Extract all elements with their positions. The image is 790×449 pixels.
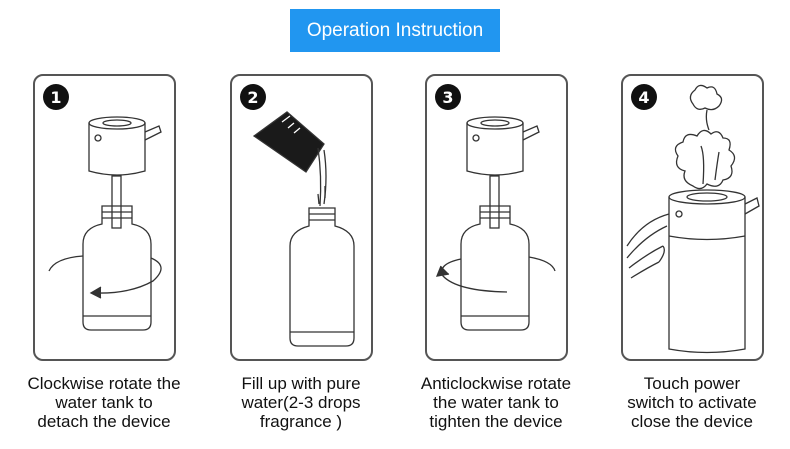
step-3-panel: 3 xyxy=(425,74,568,361)
step-2-caption: Fill up with pure water(2-3 drops fragra… xyxy=(241,374,361,431)
step-number-badge: 2 xyxy=(240,84,266,110)
rotate-anticlockwise-icon xyxy=(435,116,556,331)
step-1-caption: Clockwise rotate the water tank to detac… xyxy=(27,374,181,431)
rotate-clockwise-icon xyxy=(48,116,162,331)
operation-instruction-title: Operation Instruction xyxy=(290,9,500,52)
pour-fragrance-icon xyxy=(252,111,355,347)
step-3-caption: Anticlockwise rotate the water tank to t… xyxy=(420,374,572,431)
step-4-panel: 4 xyxy=(621,74,764,361)
step-4-caption: Touch power switch to activate close the… xyxy=(627,374,757,431)
step-2-panel: 2 xyxy=(230,74,373,361)
step-1-panel: 1 xyxy=(33,74,176,361)
touch-power-icon xyxy=(626,84,760,354)
step-number-badge: 3 xyxy=(435,84,461,110)
step-number-badge: 1 xyxy=(43,84,69,110)
step-number-badge: 4 xyxy=(631,84,657,110)
